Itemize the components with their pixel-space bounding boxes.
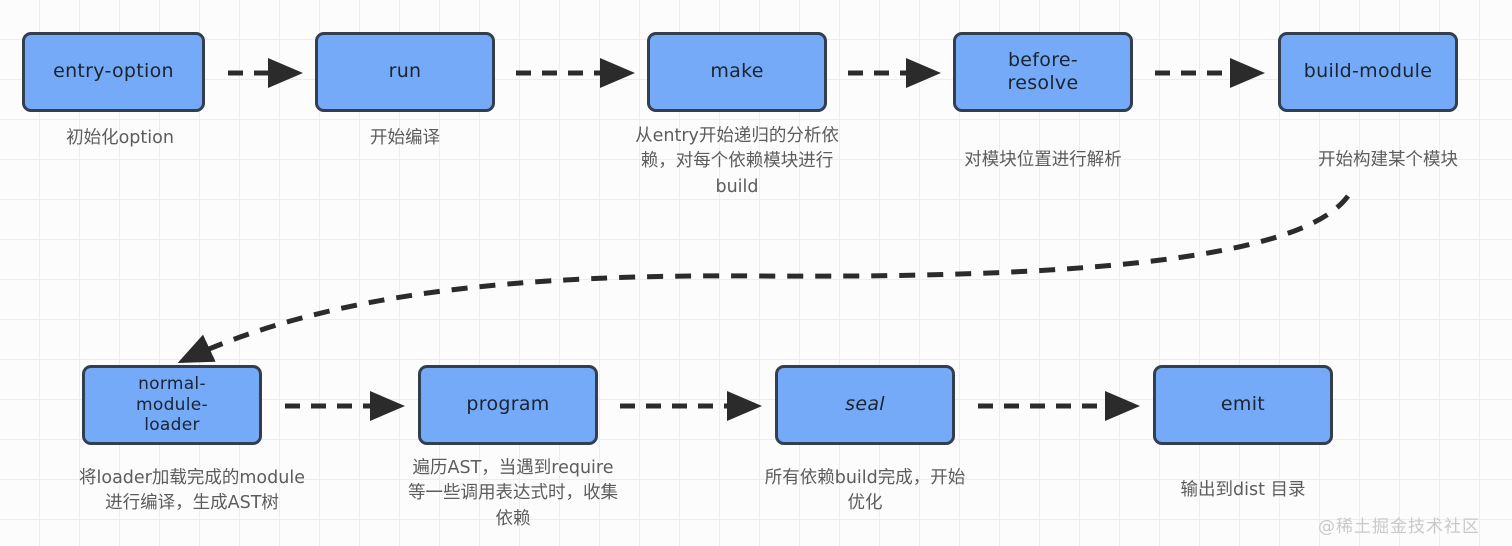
- caption-emit: 输出到dist 目录: [1180, 480, 1306, 500]
- caption-seal: 所有依赖build完成，开始 优化: [764, 468, 966, 514]
- edge-build-module-to-normal-module-loader: [177, 194, 1351, 363]
- watermark: @稀土掘金技术社区: [1318, 517, 1480, 537]
- caption-entry-option: 初始化option: [66, 128, 174, 148]
- node-seal[interactable]: seal: [775, 365, 955, 445]
- node-build-module[interactable]: build-module: [1278, 32, 1458, 112]
- node-before-resolve[interactable]: before- resolve: [953, 32, 1133, 112]
- caption-program: 遍历AST，当遇到require 等一些调用表达式时，收集 依赖: [408, 458, 618, 529]
- caption-normal-module-loader: 将loader加载完成的module 进行编译，生成AST树: [79, 468, 305, 514]
- node-emit[interactable]: emit: [1153, 365, 1333, 445]
- node-normal-module-loader[interactable]: normal- module- loader: [82, 365, 262, 445]
- node-run[interactable]: run: [315, 32, 495, 112]
- caption-build-module: 开始构建某个模块: [1318, 150, 1458, 170]
- caption-before-resolve: 对模块位置进行解析: [964, 150, 1122, 170]
- caption-run: 开始编译: [370, 128, 440, 148]
- node-entry-option[interactable]: entry-option: [22, 32, 205, 112]
- node-make[interactable]: make: [647, 32, 827, 112]
- caption-make: 从entry开始递归的分析依 赖，对每个依赖模块进行 build: [635, 126, 839, 197]
- node-program[interactable]: program: [418, 365, 598, 445]
